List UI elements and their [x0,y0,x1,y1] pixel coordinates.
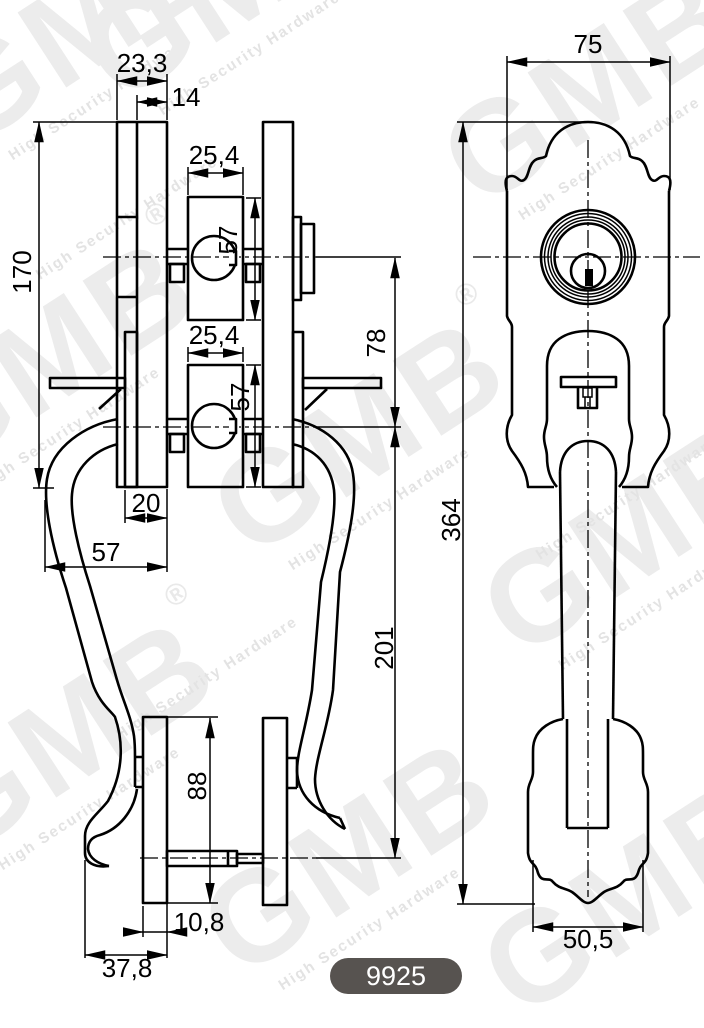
interior-thumb-boss [291,330,305,489]
exterior-grip-handle [44,417,143,868]
upper-hub-block [186,195,245,322]
front-view-dimensions: 75 364 50,5 [436,29,671,954]
dim-label: 201 [369,626,399,669]
dim-handle-span: 201 [369,426,400,859]
dim-lower-plate-height: 88 [167,716,218,904]
dim-boss-depth: 14 [136,82,201,120]
dim-label: 14 [172,82,201,112]
dim-label: 10,8 [174,907,225,937]
interior-thumb-lever [301,376,383,411]
product-code: 9925 [366,961,426,991]
dim-overall-height: 364 [436,121,586,905]
exterior-plate-side [115,120,169,489]
dim-lower-overall-depth: 37,8 [84,860,168,983]
dim-neck-offset: 20 [124,488,168,572]
keyhole [569,252,607,290]
interior-plate-side [261,120,295,489]
exterior-lower-plate-side [141,715,169,905]
dim-plate-width: 75 [506,29,671,190]
dim-handle-projection: 57 [44,500,168,572]
dim-label: 25,4 [189,320,240,350]
lower-plate-front [526,717,650,905]
lower-hub-block [186,363,245,489]
dim-bottom-hub-height: 57 [225,364,261,488]
dim-label: 25,4 [189,140,240,170]
dim-label: 37,8 [102,953,153,983]
dim-label: 364 [436,498,466,541]
exterior-thumb-lever [48,376,127,410]
dim-label: 88 [182,772,212,801]
lock-cylinder [539,208,637,306]
product-code-badge: 9925 [330,958,462,994]
thumbpiece-shield [542,329,634,488]
dim-bottom-hub-width: 25,4 [187,320,244,362]
side-view [44,120,401,907]
front-view [473,120,700,905]
dim-hub-spacing: 78 [361,257,400,428]
dim-top-hub-width: 25,4 [187,140,244,195]
dim-label: 23,3 [117,48,168,78]
latch-bolt [165,849,265,868]
dim-label: 57 [213,226,243,255]
dim-plate-height: 170 [7,121,117,489]
dim-label: 50,5 [563,924,614,954]
dim-label: 57 [225,383,255,412]
dim-label: 57 [92,537,121,567]
exterior-thumb-boss [123,330,139,489]
exterior-plate-front [504,120,672,489]
dim-top-hub-height: 57 [213,197,261,321]
badge-background [330,958,462,994]
key-slot [585,269,593,286]
dim-label: 78 [361,329,391,358]
dim-lower-plate-width: 50,5 [532,860,644,954]
side-view-dimensions: 23,3 14 170 25,4 57 25 [7,48,400,983]
dim-plate-depth: 23,3 [116,48,168,120]
thumb-piece [559,375,618,410]
dim-lower-boss-depth: 10,8 [122,869,225,958]
dim-label: 75 [574,29,603,59]
dim-label: 20 [132,488,161,518]
interior-grip-handle [287,417,356,831]
interior-lower-plate-side [261,716,289,907]
dim-label: 170 [7,250,37,293]
grip-handle-front [558,439,618,830]
